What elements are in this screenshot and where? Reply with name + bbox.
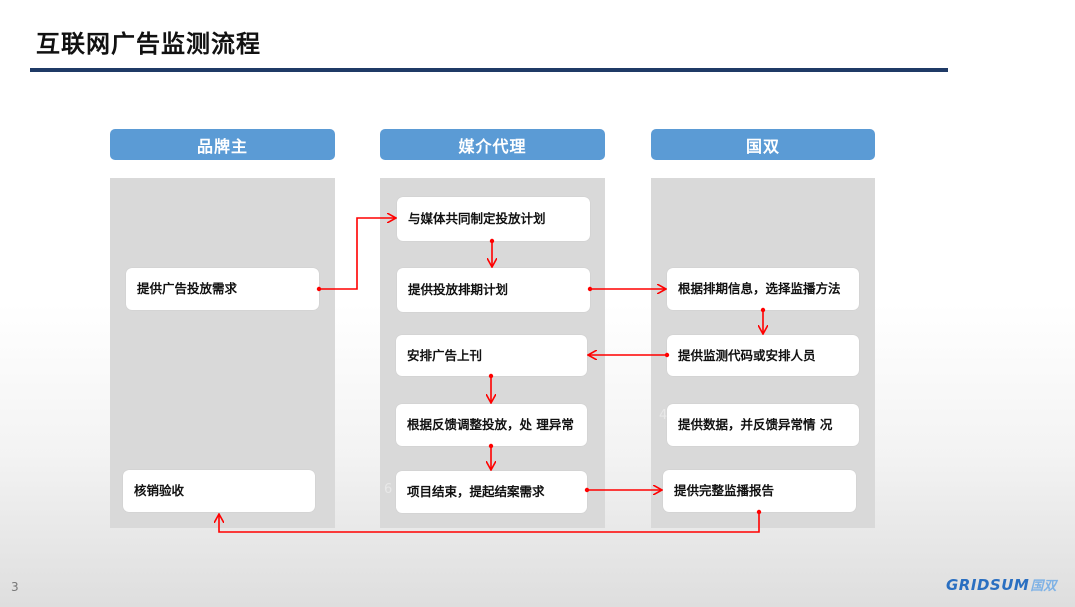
lane-brand [110,178,335,528]
title-underline [30,68,948,72]
ghost-step-number: 4 [659,408,668,423]
box-agency-publish: 安排广告上刊 [396,335,587,376]
column-header-brand: 品牌主 [110,129,335,160]
arrow-request-to-plan [319,218,395,290]
box-agency-schedule: 提供投放排期计划 [397,268,590,312]
column-header-gridsum: 国双 [651,129,875,160]
box-agency-adjust: 根据反馈调整投放，处 理异常 [396,404,587,446]
box-gridsum-method: 根据排期信息，选择监播方法 [667,268,859,310]
box-gridsum-data: 提供数据，并反馈异常情 况 [667,404,859,446]
box-agency-end: 项目结束，提起结案需求 [396,471,587,513]
logo-text-en: GRIDSUM [946,575,1030,594]
column-header-agency: 媒介代理 [380,129,605,160]
box-brand-verify: 核销验收 [123,470,315,512]
arrow-report-to-verify [219,512,760,533]
gridsum-logo: GRIDSUM 国双 [946,575,1057,595]
box-gridsum-report: 提供完整监播报告 [663,470,856,512]
box-agency-plan: 与媒体共同制定投放计划 [397,197,590,241]
ghost-step-number: 6 [384,482,393,497]
page-number: 3 [11,580,19,594]
box-gridsum-code: 提供监测代码或安排人员 [667,335,859,376]
logo-text-cn: 国双 [1030,579,1057,594]
slide-title: 互联网广告监测流程 [36,30,261,58]
box-brand-request: 提供广告投放需求 [126,268,319,310]
